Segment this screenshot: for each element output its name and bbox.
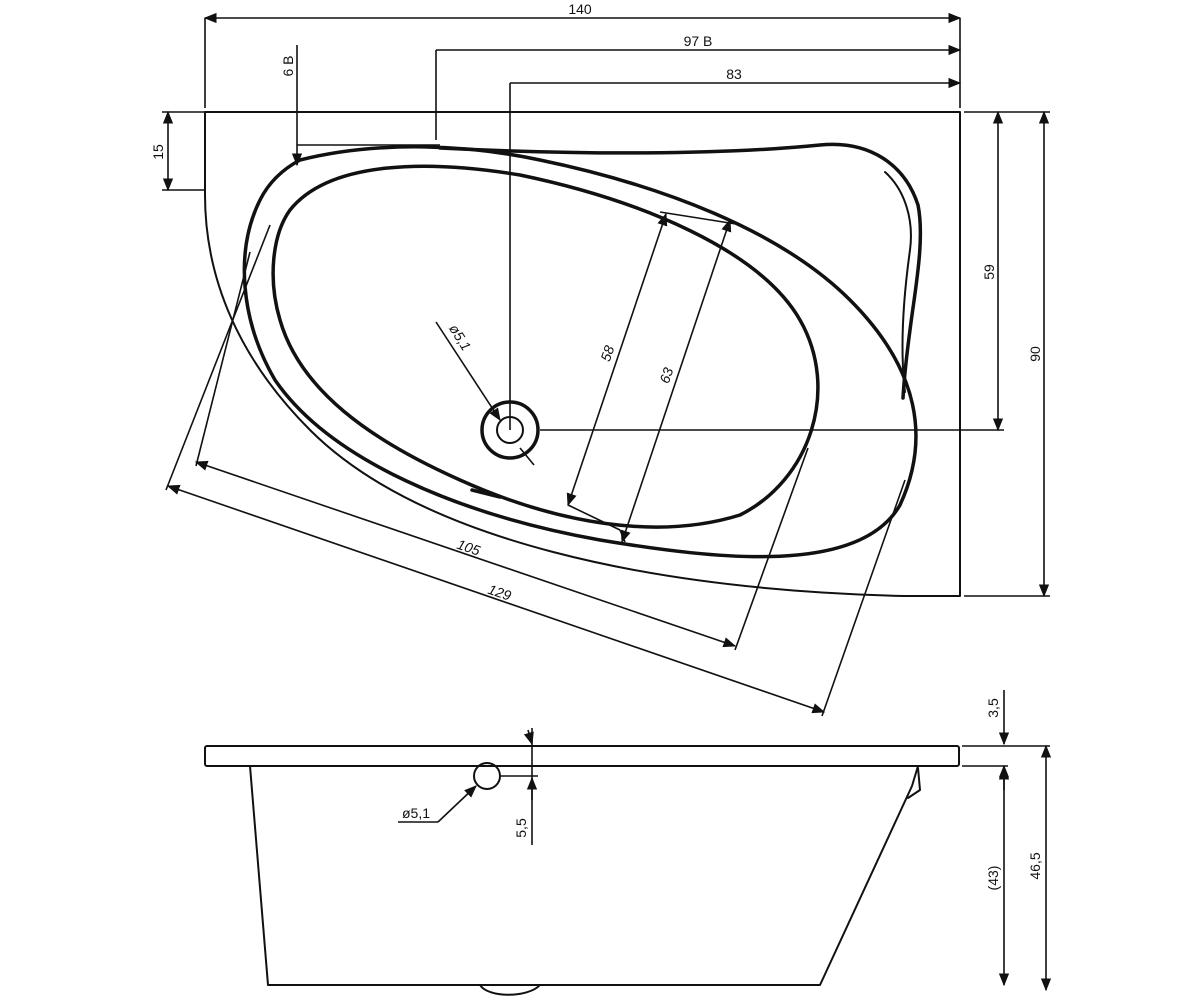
tub-outline-top <box>204 111 961 597</box>
dim-rim-offset: 15 <box>150 144 166 160</box>
side-view: ø5,1 5,5 3,5 (43) 46,5 <box>204 690 1052 996</box>
dim-length-b: 97 B <box>684 33 713 49</box>
dim-drain-diameter-side: ø5,1 <box>402 805 430 821</box>
dim-total-height: 46,5 <box>1027 852 1043 879</box>
rim <box>204 745 960 767</box>
dim-rim-thickness: 3,5 <box>985 698 1001 718</box>
tub-body-side <box>249 765 919 986</box>
dim-drain-diameter-top: ø5,1 <box>446 321 474 353</box>
dim-inner-width: 58 <box>597 343 617 363</box>
dim-drain-height: 5,5 <box>513 818 529 838</box>
outer-basin-curve <box>242 145 918 559</box>
dim-outer-length: 129 <box>486 581 513 604</box>
headrest-inner <box>884 171 912 393</box>
tub-front-step <box>907 767 921 799</box>
dim-outer-width: 63 <box>656 365 676 385</box>
dim-drain-offset-y: 59 <box>981 264 997 280</box>
dim-inner-length: 105 <box>455 536 482 559</box>
top-view: 140 97 B 83 6 B 15 59 90 58 <box>150 1 1050 717</box>
inner-basin-curve <box>271 164 820 529</box>
dim-depth: (43) <box>985 866 1001 891</box>
dim-offset-b: 6 B <box>280 55 296 76</box>
drain-foot <box>479 984 541 996</box>
dim-drain-offset-x: 83 <box>726 66 742 82</box>
dim-total-length: 140 <box>568 1 592 17</box>
headrest-curve <box>438 142 923 400</box>
dim-total-width: 90 <box>1027 346 1043 362</box>
